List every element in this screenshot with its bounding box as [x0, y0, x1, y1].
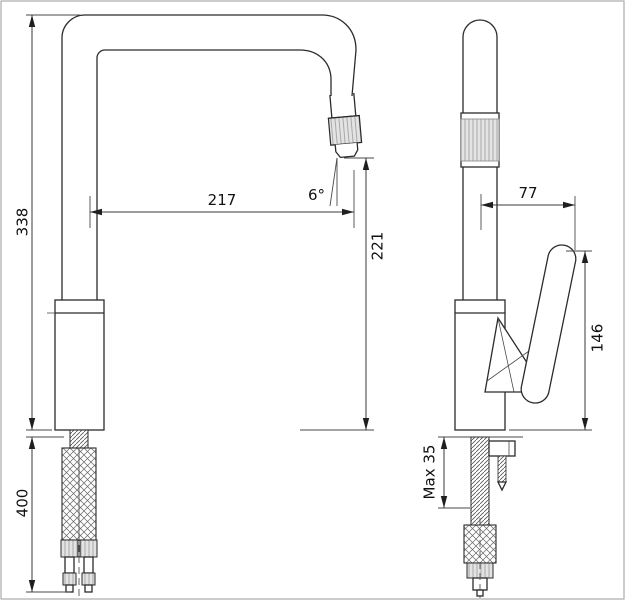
- dimensions: 338 400 217 221: [14, 14, 607, 593]
- dim-outlet-angle: 6°: [308, 157, 338, 207]
- front-supply-assembly: [60, 429, 98, 598]
- dim-label-outlet-angle: 6°: [308, 186, 325, 204]
- spout-outer-outline: [61, 14, 357, 300]
- dim-handle-reach: 77: [480, 184, 576, 250]
- dim-label-handle-reach: 77: [518, 184, 537, 202]
- front-view: [47, 14, 363, 598]
- side-view: [438, 19, 577, 598]
- spout-inner-outline: [96, 49, 332, 300]
- mounting-screw: [497, 455, 507, 483]
- aerator-tip: [334, 142, 359, 159]
- dim-spout-reach: 217: [89, 170, 355, 228]
- mounting-clamp: [488, 440, 516, 457]
- spout-nozzle: [327, 92, 363, 159]
- hose-nut-left: [60, 539, 79, 558]
- dim-handle-height: 146: [509, 250, 607, 431]
- dim-outlet-height: 221: [300, 157, 387, 431]
- aerator-ring: [327, 114, 363, 146]
- dim-label-hose-length: 400: [14, 489, 32, 518]
- side-base: [454, 299, 506, 431]
- front-base: [47, 299, 105, 431]
- dim-label-max-counter: Max 35: [421, 445, 439, 500]
- dim-hose-length: 400: [14, 436, 70, 593]
- hose-nut-right: [79, 539, 98, 558]
- threaded-shank-side: [470, 436, 490, 526]
- lever-handle: [520, 244, 577, 404]
- dim-label-total-height: 338: [14, 208, 32, 237]
- side-supply-assembly: [463, 436, 516, 598]
- spray-head-band: [460, 112, 500, 168]
- dim-label-handle-height: 146: [589, 324, 607, 353]
- dim-max-counter: Max 35: [421, 437, 448, 508]
- dim-total-height: 338: [14, 14, 80, 431]
- dim-label-outlet-height: 221: [369, 232, 387, 261]
- dim-label-spout-reach: 217: [208, 191, 237, 209]
